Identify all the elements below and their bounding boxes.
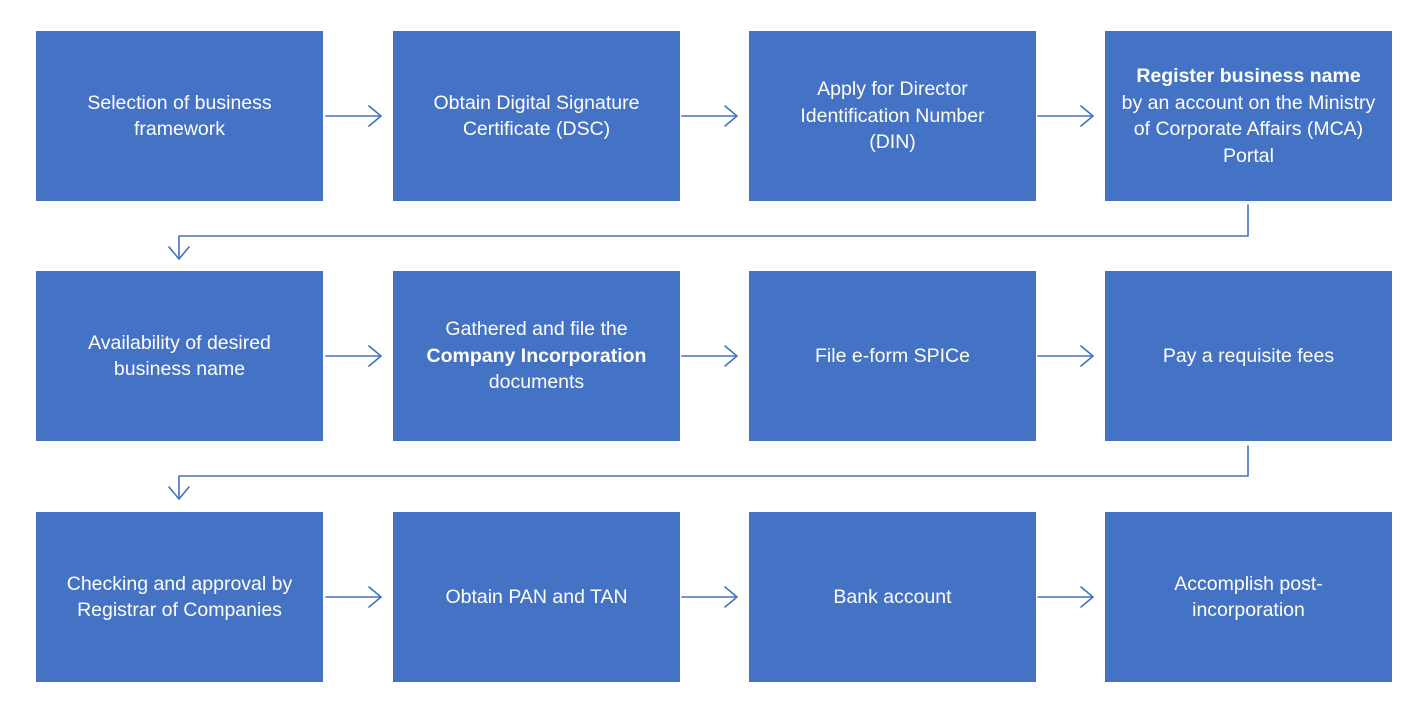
step-label: Selection of business framework <box>87 91 272 141</box>
step-label-group: Gathered and file the Company Incorporat… <box>427 316 647 396</box>
step-registrar-approval: Checking and approval by Registrar of Co… <box>36 512 323 682</box>
step-label-bold: Company Incorporation <box>426 344 647 367</box>
arrow-right-icon <box>325 586 382 608</box>
step-label: File e-form SPICe <box>815 344 970 367</box>
step-obtain-pan-tan: Obtain PAN and TAN <box>393 512 680 682</box>
step-bank-account: Bank account <box>749 512 1036 682</box>
step-label: Obtain PAN and TAN <box>445 585 628 608</box>
elbow-arrow-down-icon <box>168 204 1249 260</box>
step-label-bold: Register business name <box>1136 65 1361 87</box>
step-post-incorporation: Accomplish post-incorporation <box>1105 512 1392 682</box>
step-register-business-name: Register business name by an account on … <box>1105 31 1392 201</box>
arrow-right-icon <box>681 586 738 608</box>
step-file-incorporation-documents: Gathered and file the Company Incorporat… <box>393 271 680 441</box>
step-label: Bank account <box>833 585 952 608</box>
step-label: Checking and approval by Registrar of Co… <box>66 572 293 622</box>
step-label: Obtain Digital Signature Certificate (DS… <box>433 91 640 141</box>
step-label: Gathered and file the <box>445 318 628 341</box>
arrow-right-icon <box>681 105 738 127</box>
step-availability-business-name: Availability of desired business name <box>36 271 323 441</box>
step-obtain-dsc: Obtain Digital Signature Certificate (DS… <box>393 31 680 201</box>
arrow-right-icon <box>325 345 382 367</box>
elbow-arrow-down-icon <box>168 445 1249 500</box>
step-label: Pay a requisite fees <box>1162 344 1335 367</box>
step-selection-business-framework: Selection of business framework <box>36 31 323 201</box>
step-label-after: documents <box>488 371 585 394</box>
step-label: Apply for Director Identification Number… <box>800 78 985 154</box>
step-pay-fees: Pay a requisite fees <box>1105 271 1392 441</box>
step-label: by an account on the Ministry of Corpora… <box>1121 91 1376 167</box>
step-label: Availability of desired business name <box>88 331 271 381</box>
arrow-right-icon <box>1037 345 1094 367</box>
step-label: Accomplish post-incorporation <box>1174 572 1323 622</box>
step-label-group: Register business name by an account on … <box>1119 63 1378 169</box>
arrow-right-icon <box>1037 586 1094 608</box>
arrow-right-icon <box>325 105 382 127</box>
step-file-eform-spice: File e-form SPICe <box>749 271 1036 441</box>
arrow-right-icon <box>681 345 738 367</box>
arrow-right-icon <box>1037 105 1094 127</box>
step-apply-din: Apply for Director Identification Number… <box>749 31 1036 201</box>
